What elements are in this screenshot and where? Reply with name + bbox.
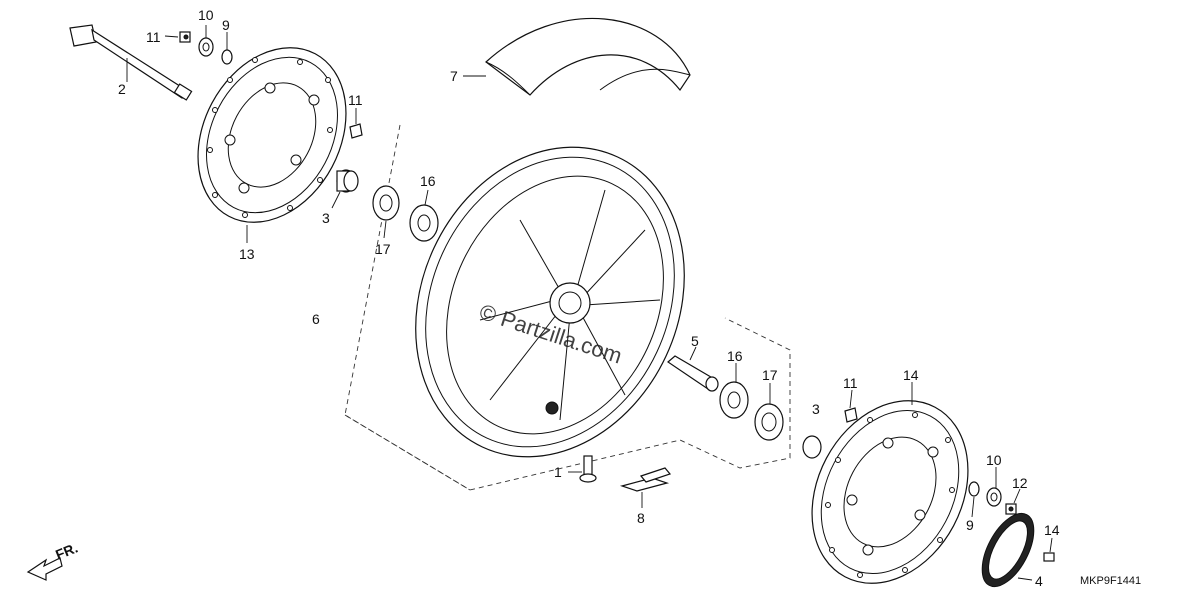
callout-16-right: 16 — [727, 348, 743, 364]
pulser-ring[interactable] — [972, 505, 1045, 594]
leader-lines — [126, 25, 1053, 581]
callout-4: 4 — [1035, 573, 1043, 589]
assembly-outline — [344, 124, 791, 491]
callout-labels: 11 2 10 9 11 3 17 16 13 7 6 5 16 17 3 11… — [118, 7, 1060, 589]
diagram-code: MKP9F1441 — [1080, 575, 1141, 587]
callout-1: 1 — [554, 464, 562, 480]
callout-7: 7 — [450, 68, 458, 84]
direction-label: FR. — [53, 539, 80, 562]
callout-17-left: 17 — [375, 241, 391, 257]
callout-11-right: 11 — [843, 375, 858, 391]
callout-8: 8 — [637, 510, 645, 526]
bolt-left[interactable] — [179, 31, 191, 43]
o-ring-right[interactable] — [968, 481, 980, 497]
callout-15: 14 — [1044, 522, 1060, 538]
bearing-16-right[interactable] — [719, 381, 749, 419]
pulser-bolt[interactable] — [1043, 552, 1055, 562]
callout-3-left: 3 — [322, 210, 330, 226]
bearing-17-left[interactable] — [372, 185, 400, 221]
bearing-17-right[interactable] — [754, 403, 784, 441]
brake-disc-right[interactable] — [781, 373, 998, 600]
callout-16-left: 16 — [420, 173, 436, 189]
callout-10-right: 10 — [986, 452, 1002, 468]
front-direction-arrow-icon: FR. — [26, 539, 80, 581]
callout-13: 14 — [903, 367, 919, 383]
spacer-plate-right[interactable] — [844, 407, 858, 423]
bolt-right[interactable] — [1005, 503, 1017, 515]
wheel[interactable] — [366, 103, 733, 501]
brake-disc-left[interactable] — [169, 22, 375, 248]
callout-11-left: 11 — [348, 92, 363, 108]
collar-right[interactable] — [802, 435, 822, 459]
spacer-tube[interactable] — [667, 355, 719, 392]
washer-nut-left[interactable] — [198, 37, 214, 57]
callout-9-left: 9 — [222, 17, 230, 33]
callout-17-right: 17 — [762, 367, 778, 383]
collar-left[interactable] — [336, 169, 359, 193]
callout-14-left: 11 — [146, 29, 161, 45]
spacer-plate-left[interactable] — [349, 123, 363, 139]
callout-14-right: 12 — [1012, 475, 1028, 491]
washer-nut-right[interactable] — [986, 487, 1002, 507]
callout-9-right: 9 — [966, 517, 974, 533]
callout-12: 13 — [239, 246, 255, 262]
callout-5: 5 — [691, 333, 699, 349]
callout-2: 2 — [118, 81, 126, 97]
balance-weight[interactable] — [619, 467, 672, 492]
tire[interactable] — [485, 17, 691, 96]
callout-6: 6 — [312, 311, 320, 327]
valve-stem[interactable] — [579, 455, 597, 483]
callout-10-left: 10 — [198, 7, 214, 23]
bearing-16-left[interactable] — [409, 204, 439, 242]
o-ring-left[interactable] — [221, 49, 233, 65]
callout-3-right: 3 — [812, 401, 820, 417]
axle[interactable] — [69, 24, 193, 101]
